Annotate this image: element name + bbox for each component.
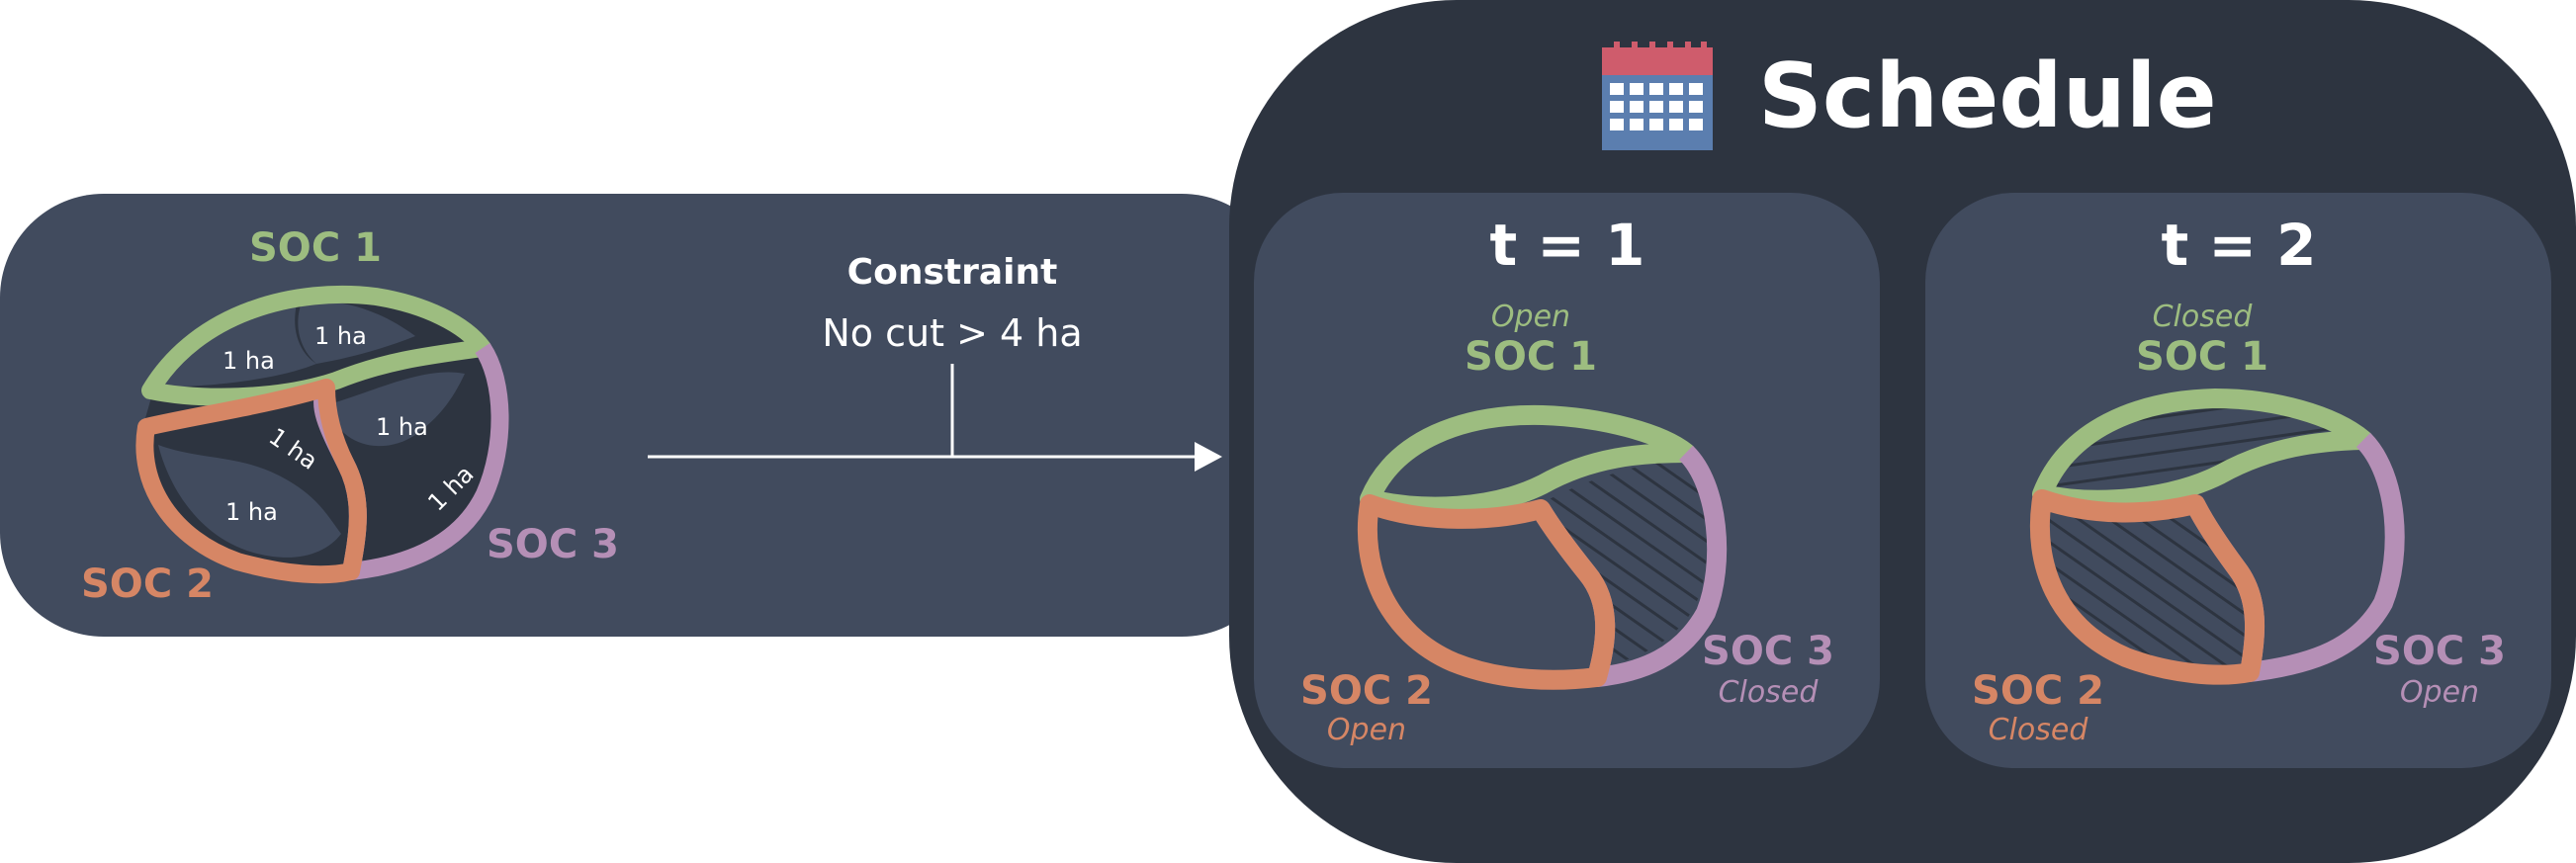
soc2-boundary-t1 [1357,494,1616,690]
area-label: 1 ha [225,498,278,526]
area-label: 1 ha [376,413,428,441]
constraint-title: Constraint [847,252,1058,293]
schedule-title: Schedule [1758,44,2217,148]
soc1-label-t2: SOC 1 [2136,334,2268,380]
soc1-label-left: SOC 1 [249,225,382,271]
soc3-state-t2: Open [2400,675,2479,710]
parcel-c [326,372,465,447]
soc2-boundary-t2 [2029,489,2265,685]
soc1-state-t1: Open [1491,300,1570,334]
soc2-boundary-left [135,379,367,584]
forest-map-t2 [2029,388,2405,685]
parcel-d [158,445,341,558]
soc2-label-t1: SOC 2 [1300,668,1433,714]
soc2-label-left: SOC 2 [81,561,214,607]
soc3-label-t1: SOC 3 [1702,629,1834,674]
flow-arrow-head [1195,442,1222,472]
soc1-state-t2: Closed [2153,300,2254,334]
period-label-t2: t = 2 [2161,212,2316,279]
soc1-boundary-t2 [2032,388,2373,510]
soc3-area-t1 [1541,457,1708,667]
constraint-text: No cut > 4 ha [822,311,1082,355]
calendar-icon [1602,42,1713,150]
area-label: 1 ha [314,322,367,350]
parcel-a [158,304,316,388]
soc2-label-t2: SOC 2 [1972,668,2104,714]
soc3-label-t2: SOC 3 [2373,629,2506,674]
soc1-boundary-t1 [1360,404,1696,517]
soc2-state-t1: Open [1327,713,1406,747]
forest-map-t1 [1357,404,1728,690]
forest-map-left [135,285,509,584]
parcel-b [298,301,415,364]
soc3-label-left: SOC 3 [487,522,619,567]
soc1-label-t1: SOC 1 [1465,334,1597,380]
period-label-t1: t = 1 [1489,212,1644,279]
soc3-state-t1: Closed [1719,675,1820,710]
area-label: 1 ha [222,347,275,375]
soc2-state-t2: Closed [1989,713,2089,747]
